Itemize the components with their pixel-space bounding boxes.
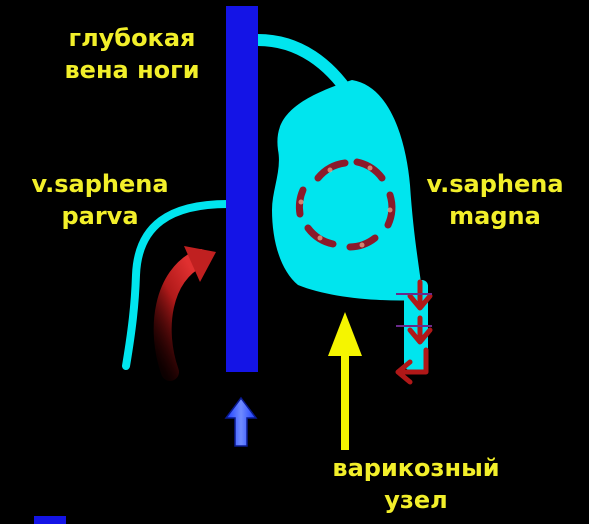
deep-vein-label: глубокая вена ноги bbox=[52, 22, 212, 86]
varicose-node-label: варикозный узел bbox=[310, 452, 522, 516]
legend-swatch bbox=[34, 516, 66, 524]
upward-flow-arrow-icon bbox=[226, 398, 256, 446]
great-saphenous-label: v.saphena magna bbox=[405, 168, 585, 232]
small-saphenous-label: v.saphena parva bbox=[12, 168, 188, 232]
varicose-node bbox=[272, 80, 422, 300]
yellow-pointer-arrow-icon bbox=[328, 312, 362, 450]
curved-reflux-arrow-icon bbox=[163, 246, 216, 372]
deep-vein bbox=[226, 6, 258, 372]
